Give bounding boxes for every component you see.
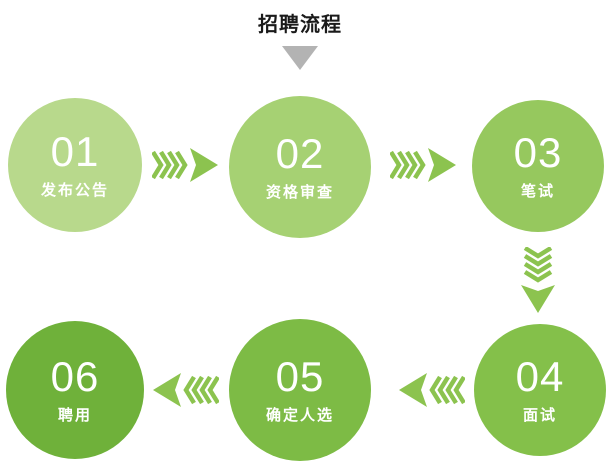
step-label: 笔试 bbox=[520, 182, 555, 200]
step-number: 02 bbox=[275, 130, 325, 178]
page-title: 招聘流程 bbox=[258, 14, 342, 36]
arrow-04-05-icon bbox=[399, 373, 465, 407]
step-label: 聘用 bbox=[57, 406, 92, 424]
step-label: 确定人选 bbox=[265, 406, 334, 424]
step-circle-05: 05 确定人选 bbox=[229, 319, 371, 461]
step-number: 01 bbox=[50, 128, 100, 176]
step-circle-06: 06 聘用 bbox=[6, 321, 144, 459]
arrow-02-03-icon bbox=[390, 148, 456, 182]
arrow-03-04-icon bbox=[521, 247, 555, 313]
step-circle-01: 01 发布公告 bbox=[8, 98, 142, 232]
step-circle-02: 02 资格审查 bbox=[229, 96, 371, 238]
step-number: 05 bbox=[275, 353, 325, 401]
step-number: 06 bbox=[50, 353, 100, 401]
step-label: 资格审查 bbox=[265, 183, 334, 201]
step-label: 发布公告 bbox=[40, 181, 109, 199]
down-triangle-icon bbox=[282, 46, 318, 70]
arrow-01-02-icon bbox=[152, 148, 218, 182]
step-circle-04: 04 面试 bbox=[474, 324, 606, 456]
arrow-05-06-icon bbox=[153, 373, 219, 407]
step-number: 03 bbox=[513, 129, 563, 177]
step-circle-03: 03 笔试 bbox=[472, 100, 604, 232]
step-label: 面试 bbox=[522, 406, 557, 424]
step-number: 04 bbox=[515, 353, 565, 401]
